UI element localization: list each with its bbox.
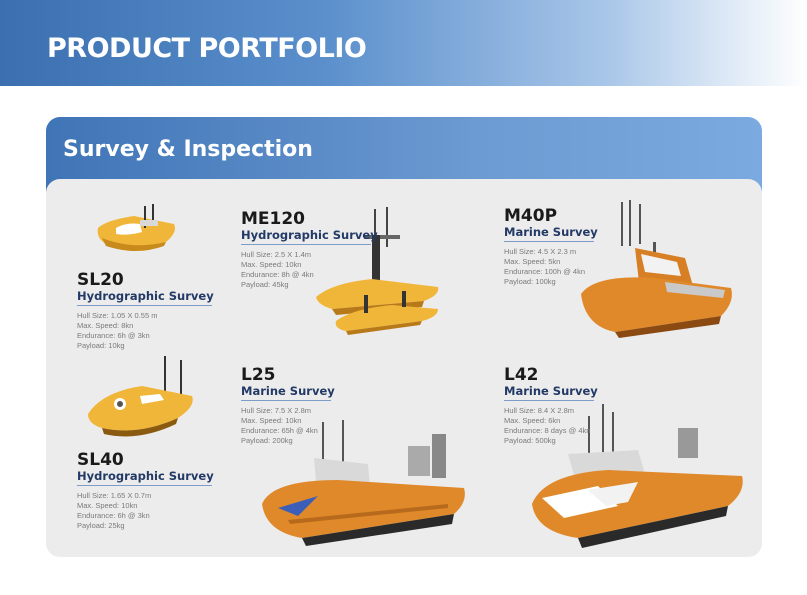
- spec-payload: Payload: 500kg: [504, 436, 556, 445]
- product-category: Marine Survey: [241, 384, 335, 398]
- spec-hull-size: Hull Size: 2.5 X 1.4m: [241, 250, 312, 259]
- spec-hull-size: Hull Size: 8.4 X 2.8m: [504, 406, 575, 415]
- product-name: L42: [504, 365, 539, 385]
- spec-payload: Payload: 10kg: [77, 341, 125, 350]
- spec-payload: Payload: 25kg: [77, 521, 125, 530]
- survey-inspection-card: Survey & Inspection: [46, 117, 762, 557]
- l42-boat-image: [532, 404, 743, 548]
- sl40-boat-image: [88, 356, 193, 437]
- product-category: Marine Survey: [504, 225, 598, 239]
- spec-hull-size: Hull Size: 7.5 X 2.8m: [241, 406, 312, 415]
- card-header: [46, 117, 762, 179]
- divider: [241, 244, 371, 245]
- spec-hull-size: Hull Size: 4.5 X 2.3 m: [504, 247, 577, 256]
- l25-boat-image: [262, 420, 465, 546]
- spec-hull-size: Hull Size: 1.65 X 0.7m: [77, 491, 152, 500]
- page-title: PRODUCT PORTFOLIO: [47, 33, 367, 64]
- spec-endurance: Endurance: 6h @ 3kn: [77, 331, 150, 340]
- spec-max-speed: Max. Speed: 10kn: [77, 501, 138, 510]
- divider: [77, 485, 212, 486]
- m40p-boat-image: [581, 200, 732, 338]
- divider: [77, 305, 212, 306]
- product-l25: L25 Marine Survey Hull Size: 7.5 X 2.8m …: [241, 365, 335, 446]
- section-title: Survey & Inspection: [63, 137, 313, 162]
- spec-endurance: Endurance: 8h @ 4kn: [241, 270, 314, 279]
- spec-payload: Payload: 100kg: [504, 277, 556, 286]
- product-category: Hydrographic Survey: [77, 289, 214, 303]
- spec-max-speed: Max. Speed: 8kn: [77, 321, 134, 330]
- product-l42: L42 Marine Survey Hull Size: 8.4 X 2.8m …: [504, 365, 598, 446]
- product-name: M40P: [504, 206, 558, 226]
- spec-endurance: Endurance: 65h @ 4kn: [241, 426, 318, 435]
- product-me120: ME120 Hydrographic Survey Hull Size: 2.5…: [241, 209, 378, 290]
- product-category: Marine Survey: [504, 384, 598, 398]
- spec-hull-size: Hull Size: 1.05 X 0.55 m: [77, 311, 158, 320]
- spec-max-speed: Max. Speed: 10kn: [241, 416, 302, 425]
- me120-boat-image: [316, 207, 439, 335]
- product-category: Hydrographic Survey: [241, 228, 378, 242]
- product-sl40: SL40 Hydrographic Survey Hull Size: 1.65…: [77, 450, 214, 531]
- sl20-boat-image: [97, 204, 175, 251]
- spec-endurance: Endurance: 6h @ 3kn: [77, 511, 150, 520]
- product-name: L25: [241, 365, 276, 385]
- product-name: SL20: [77, 270, 124, 290]
- spec-endurance: Endurance: 8 days @ 4kn: [504, 426, 591, 435]
- product-sl20: SL20 Hydrographic Survey Hull Size: 1.05…: [77, 270, 214, 351]
- spec-max-speed: Max. Speed: 5kn: [504, 257, 561, 266]
- spec-endurance: Endurance: 100h @ 4kn: [504, 267, 586, 276]
- product-category: Hydrographic Survey: [77, 469, 214, 483]
- divider: [241, 400, 331, 401]
- spec-payload: Payload: 200kg: [241, 436, 293, 445]
- header-banner: PRODUCT PORTFOLIO: [0, 0, 807, 86]
- divider: [504, 400, 594, 401]
- spec-max-speed: Max. Speed: 10kn: [241, 260, 302, 269]
- spec-max-speed: Max. Speed: 6kn: [504, 416, 561, 425]
- product-name: ME120: [241, 209, 306, 229]
- divider: [504, 241, 594, 242]
- spec-payload: Payload: 45kg: [241, 280, 289, 289]
- product-name: SL40: [77, 450, 124, 470]
- product-m40p: M40P Marine Survey Hull Size: 4.5 X 2.3 …: [504, 206, 598, 287]
